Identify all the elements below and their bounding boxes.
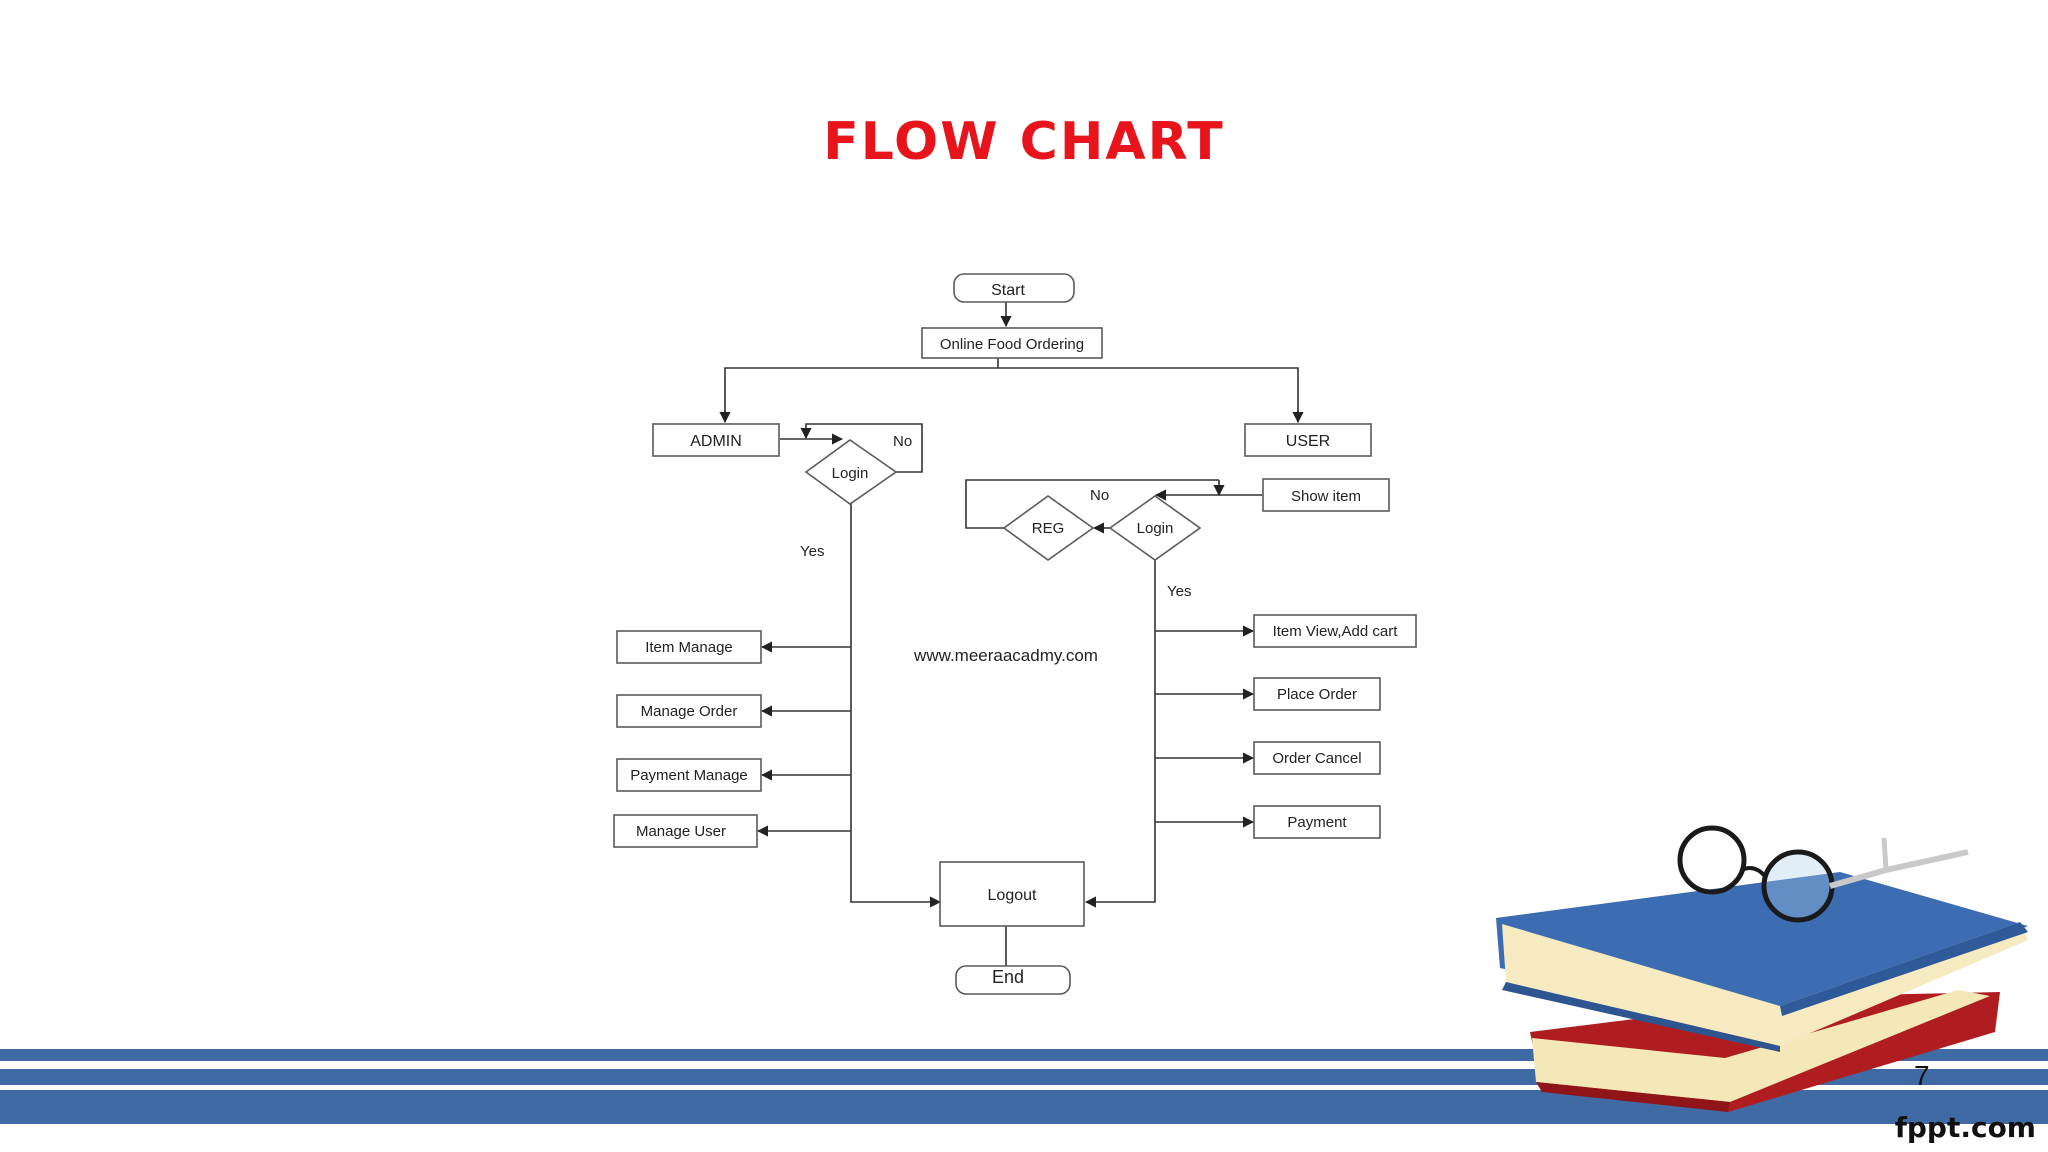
- svg-text:Login: Login: [1137, 520, 1174, 537]
- edge-label-user-no: No: [1090, 487, 1109, 504]
- svg-text:Payment: Payment: [1287, 814, 1347, 831]
- node-manage-order: Manage Order: [616, 694, 762, 728]
- edge-ofo-split: [724, 367, 1299, 422]
- edge-admin-no-loop: [800, 423, 923, 473]
- node-user: USER: [1244, 423, 1372, 457]
- svg-text:Login: Login: [832, 465, 869, 482]
- slide-title: FLOW CHART: [823, 112, 1225, 172]
- node-manage-user: Manage User: [613, 814, 758, 848]
- edge-admin-yes-trunk: [850, 502, 942, 908]
- svg-text:USER: USER: [1286, 433, 1330, 450]
- svg-text:Place Order: Place Order: [1277, 686, 1357, 703]
- svg-text:Order Cancel: Order Cancel: [1272, 750, 1361, 767]
- edge-label-admin-yes: Yes: [800, 543, 824, 560]
- node-start: Start: [953, 273, 1075, 303]
- brand-logo-text: fppt.com: [1894, 1111, 2036, 1144]
- books-with-glasses-icon: [1496, 825, 2028, 1112]
- svg-text:Item View,Add cart: Item View,Add cart: [1273, 623, 1399, 640]
- node-reg: REG: [1002, 495, 1095, 561]
- edge-label-admin-no: No: [893, 433, 912, 450]
- node-admin: ADMIN: [652, 423, 780, 457]
- node-user-login: Login: [1108, 495, 1202, 561]
- svg-text:Logout: Logout: [988, 887, 1037, 904]
- node-show-item: Show item: [1262, 478, 1390, 512]
- page-number: 7: [1914, 1060, 1930, 1091]
- svg-text:Online Food Ordering: Online Food Ordering: [940, 336, 1084, 353]
- node-end: End: [955, 965, 1071, 995]
- flow-edges: [719, 302, 1304, 966]
- node-admin-login: Login: [804, 439, 898, 505]
- node-payment: Payment: [1253, 805, 1381, 839]
- edge-user-no-loop: [965, 479, 1219, 529]
- node-payment-manage: Payment Manage: [616, 758, 762, 792]
- svg-text:Start: Start: [991, 282, 1025, 299]
- node-place-order: Place Order: [1253, 677, 1381, 711]
- svg-text:End: End: [992, 967, 1024, 987]
- edge-label-user-yes: Yes: [1167, 583, 1191, 600]
- node-online-food-ordering: Online Food Ordering: [921, 327, 1103, 359]
- svg-text:REG: REG: [1032, 520, 1065, 537]
- svg-text:Manage User: Manage User: [636, 823, 726, 840]
- edge-user-yes-trunk: [1084, 560, 1156, 908]
- node-logout: Logout: [939, 861, 1085, 927]
- svg-text:Show item: Show item: [1291, 488, 1361, 505]
- watermark-text: www.meeraacadmy.com: [913, 646, 1098, 665]
- node-item-manage: Item Manage: [616, 630, 762, 664]
- svg-text:ADMIN: ADMIN: [690, 433, 742, 450]
- node-item-view-add-cart: Item View,Add cart: [1253, 614, 1417, 648]
- svg-text:Item Manage: Item Manage: [645, 639, 733, 656]
- svg-text:Manage Order: Manage Order: [641, 703, 738, 720]
- node-order-cancel: Order Cancel: [1253, 741, 1381, 775]
- svg-text:Payment Manage: Payment Manage: [630, 767, 748, 784]
